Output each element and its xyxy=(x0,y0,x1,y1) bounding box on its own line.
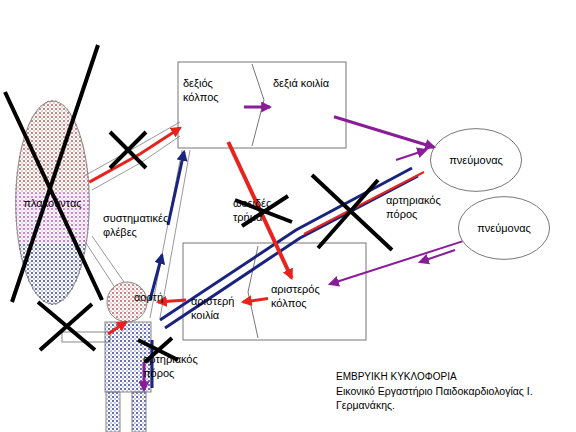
placenta-fill xyxy=(15,100,90,305)
node-label: πνεύμονας xyxy=(449,153,503,167)
cross-mark xyxy=(110,132,146,168)
chamber-region: δεξιά κοιλία xyxy=(270,72,334,142)
ductus-vessel xyxy=(165,176,418,328)
chamber-region: αριστερός κόλπος xyxy=(268,278,330,310)
edge-label: ωοειδές τρήμα xyxy=(233,196,287,224)
chamber-region: αριστερή κοιλία xyxy=(188,290,243,322)
lung-ellipse: πνεύμονας xyxy=(458,196,550,260)
umbilical-vein-outline xyxy=(84,122,180,190)
right-heart-box xyxy=(178,62,346,148)
chamber-region: δεξιός κόλπος xyxy=(180,72,244,142)
venous-return-arrow xyxy=(168,152,184,225)
diagram-caption: Εικονικό Εργαστήριο Παιδοκαρδιολογίας Ι.… xyxy=(336,384,558,412)
lung-ellipse: πνεύμονας xyxy=(430,128,522,192)
node-label: δεξιά κοιλία xyxy=(273,76,329,90)
lung-outline-shape xyxy=(458,197,549,260)
cross-mark xyxy=(38,302,95,350)
fetus-leg xyxy=(132,392,146,432)
flow-arrow xyxy=(330,241,462,284)
placenta-border xyxy=(16,101,90,304)
head-flow-arrow xyxy=(108,322,126,334)
flow-arrow xyxy=(334,117,434,148)
flow-arrow xyxy=(228,142,291,278)
node-label: αριστερή κοιλία xyxy=(191,294,240,322)
placenta-ellipse: πλακούντας xyxy=(15,100,90,305)
cross-mark xyxy=(5,45,102,302)
diagram-title: ΕΜΒΡΥΙΚΗ ΚΥΚΛΟΦΟΡΙΑ xyxy=(336,370,457,384)
right-heart-divider xyxy=(252,64,264,146)
annotation-label: αορτή xyxy=(134,290,174,304)
node-label: δεξιός κόλπος xyxy=(183,76,241,104)
pulmonary-flow-arrow xyxy=(396,150,426,160)
flow-arrow xyxy=(89,128,180,182)
lung-outline-shape xyxy=(430,129,521,192)
left-heart-box xyxy=(183,243,366,340)
flow-arrow xyxy=(243,299,268,303)
fetus-leg xyxy=(106,392,120,432)
cross-mark xyxy=(312,175,392,250)
annotation-label: συστηματικές φλέβες xyxy=(103,211,183,239)
node-label: πνεύμονας xyxy=(477,221,531,235)
flow-arrow xyxy=(244,106,270,109)
pulmonary-vein-arrow xyxy=(420,250,455,262)
placenta-tissue xyxy=(15,192,90,243)
annotation-label: αρτηριακός πόρος xyxy=(143,352,209,380)
node-label: αριστερός κόλπος xyxy=(271,282,327,310)
annotation-label: αρτηριακός πόρος xyxy=(386,193,452,221)
